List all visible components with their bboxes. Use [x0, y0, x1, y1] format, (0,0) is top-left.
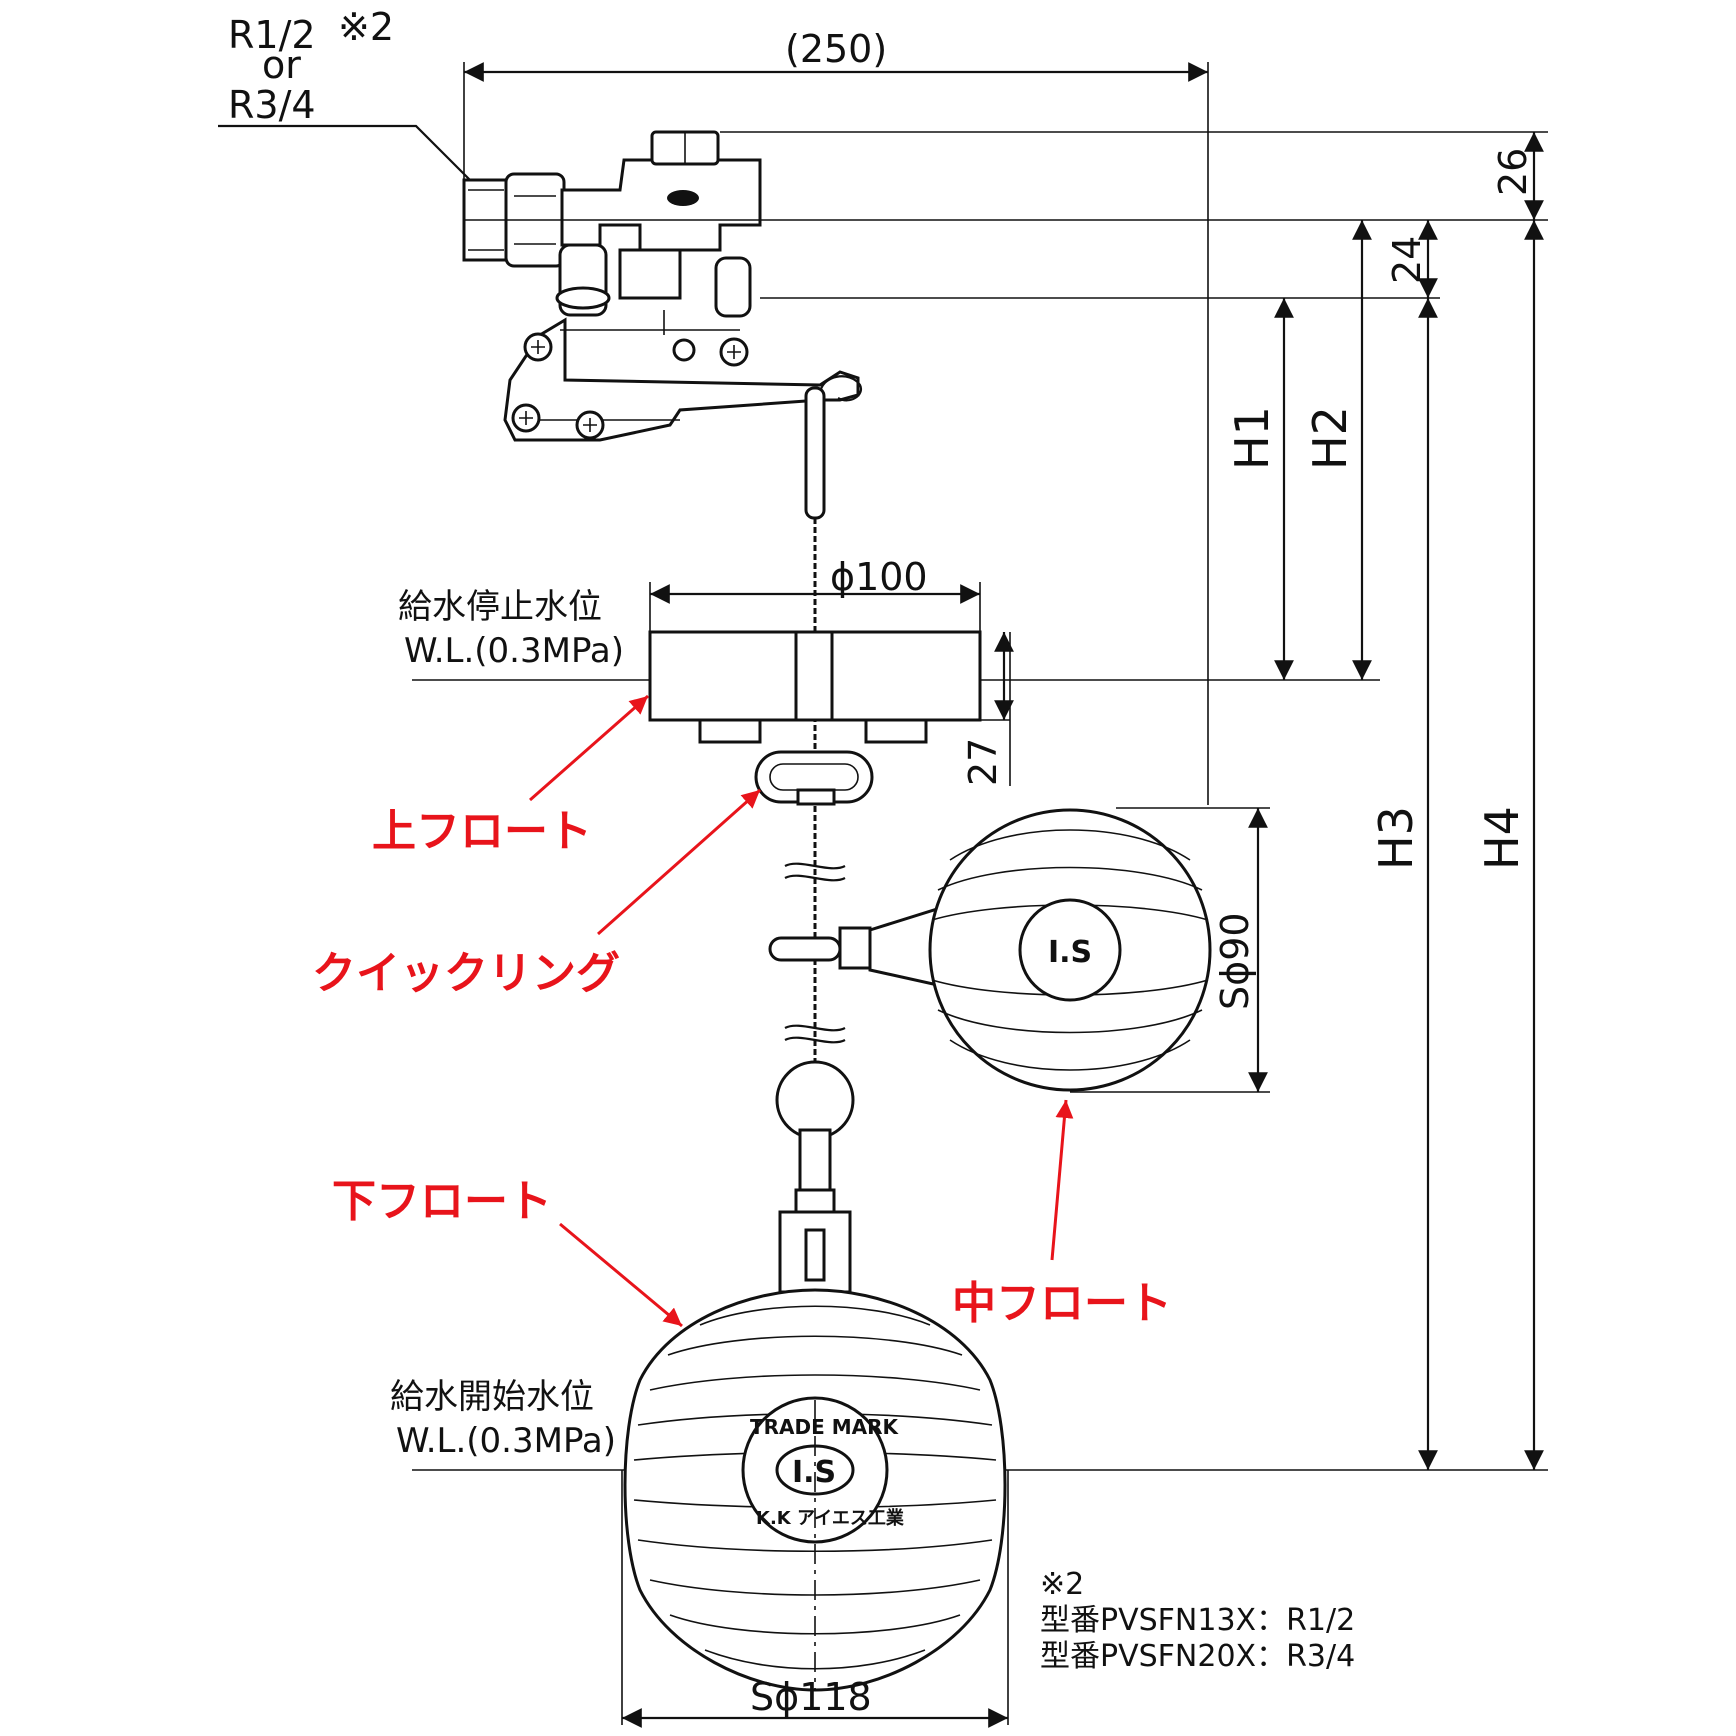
- rod-break-marks: [784, 862, 846, 1044]
- callouts: 上フロート クイックリング 下フロート 中フロート: [312, 694, 1172, 1329]
- valve-body: [462, 130, 863, 442]
- overall-length-dimension: (250): [463, 27, 1209, 805]
- or-text: or: [262, 43, 301, 87]
- height-dimensions: H1 H2 H3 H4: [1225, 220, 1544, 1470]
- note-model-1: 型番PVSFN13X：R1/2: [1040, 1603, 1355, 1638]
- stop-level-pressure: W.L.(0.3MPa): [404, 631, 624, 671]
- note-model-2: 型番PVSFN20X：R3/4: [1040, 1639, 1355, 1674]
- start-water-level: 給水開始水位 W.L.(0.3MPa): [390, 1377, 616, 1461]
- middle-float-diameter: Sϕ90: [1213, 912, 1257, 1010]
- upper-float-height: 27: [961, 738, 1005, 786]
- middle-float-logo: I.S: [1048, 935, 1092, 970]
- overall-length: (250): [785, 27, 887, 71]
- reference-lines: [412, 131, 1548, 1471]
- model-notes: ※2 型番PVSFN13X：R1/2 型番PVSFN20X：R3/4: [1040, 1567, 1355, 1674]
- lower-float-diameter: Sϕ118: [750, 1675, 872, 1719]
- h2-label: H2: [1303, 406, 1357, 470]
- stop-level-label: 給水停止水位: [398, 587, 602, 627]
- lower-float: TRADE MARK I.S K.K アイエス工業 Sϕ118: [621, 1288, 1009, 1728]
- pipe-thread-a: R1/2: [228, 13, 316, 57]
- start-level-pressure: W.L.(0.3MPa): [396, 1421, 616, 1461]
- lower-float-mark-top: TRADE MARK: [750, 1415, 900, 1439]
- note-mark-top: ※2: [338, 5, 394, 49]
- pipe-thread-label: R1/2 ※2 or R3/4: [218, 5, 471, 181]
- lower-float-logo: I.S: [792, 1455, 836, 1490]
- h4-label: H4: [1475, 806, 1529, 870]
- callout-quick-ring: クイックリング: [312, 948, 620, 999]
- callout-upper-float: 上フロート: [372, 806, 592, 857]
- upper-float: ϕ100 27: [648, 555, 1014, 786]
- lower-float-hanger: [775, 1060, 855, 1294]
- h1-label: H1: [1225, 406, 1279, 470]
- arm-offset: 24: [1385, 236, 1429, 284]
- stop-water-level: 給水停止水位 W.L.(0.3MPa): [398, 587, 624, 671]
- top-offset: 26: [1491, 148, 1535, 196]
- h3-label: H3: [1369, 806, 1423, 870]
- callout-middle-float: 中フロート: [952, 1278, 1172, 1329]
- middle-float: I.S Sϕ90: [768, 807, 1270, 1093]
- top-dimensions: 26 24: [1385, 132, 1544, 298]
- start-level-label: 給水開始水位: [390, 1377, 594, 1417]
- pipe-thread-b: R3/4: [228, 83, 316, 127]
- upper-float-diameter: ϕ100: [830, 555, 928, 599]
- quick-ring: [754, 750, 874, 806]
- callout-lower-float: 下フロート: [332, 1176, 552, 1227]
- lower-float-mark-bottom: K.K アイエス工業: [756, 1507, 905, 1529]
- note-mark: ※2: [1040, 1567, 1084, 1602]
